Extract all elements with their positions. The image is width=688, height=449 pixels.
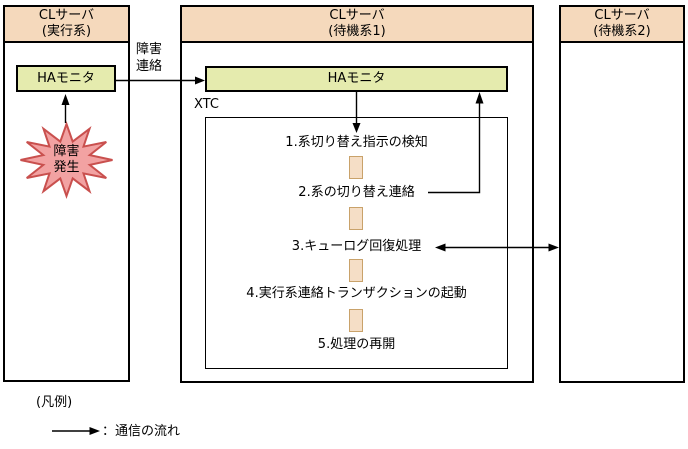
- failure-event-label: 障害 発生: [53, 144, 80, 175]
- server-name: CLサーバ: [594, 8, 650, 23]
- failure-notice-label: 障害 連絡: [136, 42, 163, 74]
- step-4: 4.実行系連絡トランザクションの起動: [246, 286, 467, 301]
- ha-monitor-label: HAモニタ: [327, 71, 386, 86]
- ha-monitor-label: HAモニタ: [37, 70, 95, 86]
- server-box-active: CLサーバ (実行系): [3, 5, 130, 382]
- server-box-standby2: CLサーバ (待機系2): [559, 5, 685, 383]
- server-header-standby2: CLサーバ (待機系2): [561, 7, 683, 43]
- server-header-standby1: CLサーバ (待機系1): [182, 7, 532, 43]
- step-5: 5.処理の再開: [317, 337, 396, 352]
- server-name: CLサーバ: [38, 8, 95, 23]
- xtc-label: XTC: [194, 97, 219, 112]
- server-role: (待機系1): [328, 24, 386, 39]
- legend-flow-label: ：通信の流れ: [102, 424, 181, 439]
- step-3: 3.キューログ回復処理: [291, 239, 422, 254]
- server-header-active: CLサーバ (実行系): [5, 7, 128, 43]
- step-connector-3: [349, 259, 363, 282]
- step-connector-2: [349, 207, 363, 230]
- server-role: (待機系2): [593, 24, 651, 39]
- server-name: CLサーバ: [329, 8, 385, 23]
- ha-monitor-standby1: HAモニタ: [205, 66, 508, 92]
- legend-flow-arrow: [52, 427, 100, 435]
- step-connector-1: [349, 156, 363, 179]
- step-connector-4: [349, 309, 363, 332]
- step-1: 1.系切り替え指示の検知: [285, 135, 428, 150]
- server-role: (実行系): [41, 24, 92, 39]
- ha-monitor-active: HAモニタ: [16, 65, 116, 92]
- legend-title: (凡例): [36, 395, 73, 410]
- step-2: 2.系の切り替え連絡: [298, 185, 415, 200]
